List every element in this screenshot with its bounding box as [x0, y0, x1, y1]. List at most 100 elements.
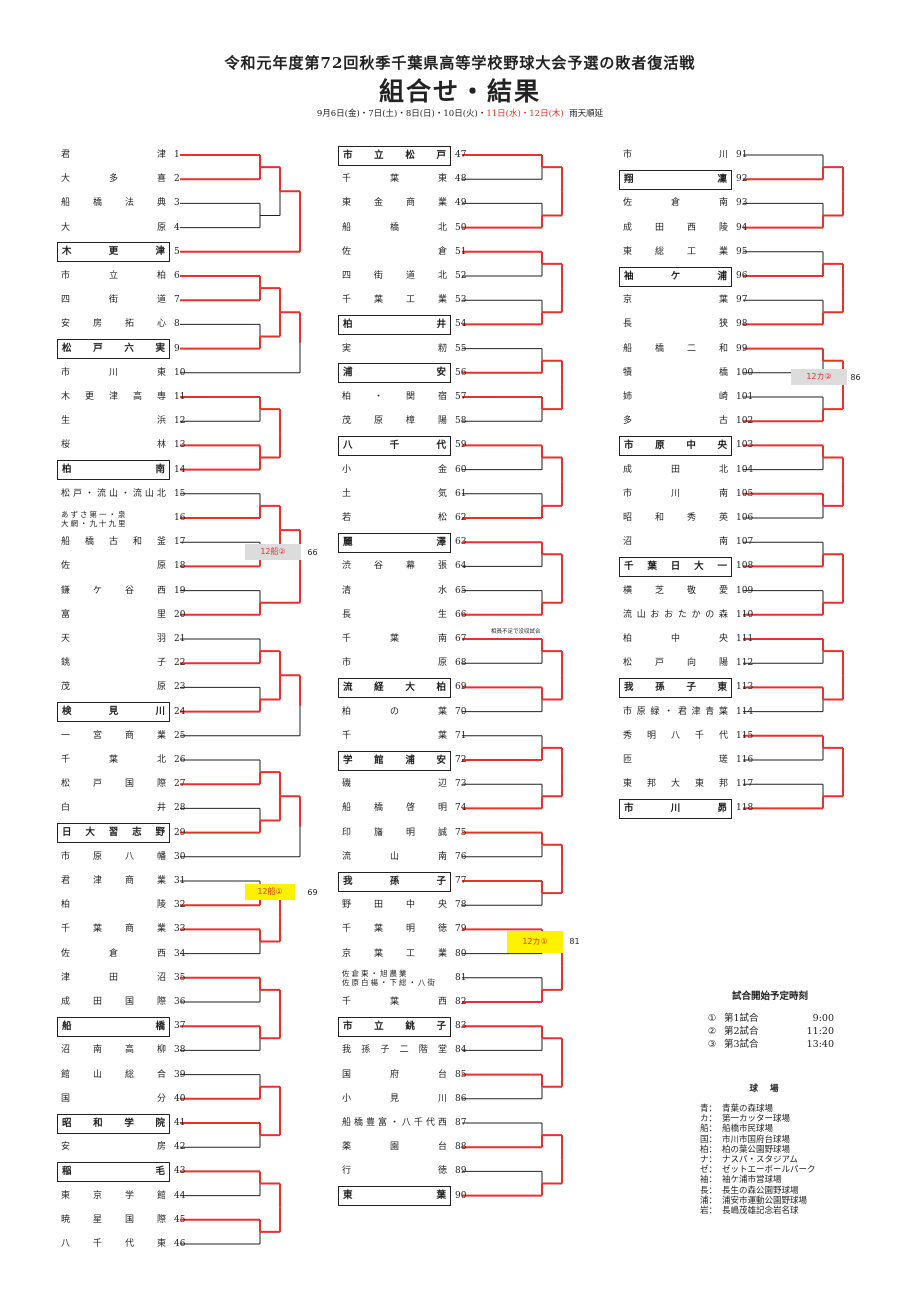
- team-number: 103: [736, 440, 754, 451]
- team-number: 16: [174, 513, 186, 523]
- team-number: 9: [174, 343, 180, 354]
- team-name: 昭和学院: [57, 1113, 170, 1134]
- team-name: 館山総合: [61, 1069, 166, 1080]
- team-number: 21: [174, 634, 186, 644]
- team-name: 船橋二和: [623, 343, 728, 354]
- team-number: 87: [455, 1118, 467, 1128]
- team-entry: 千葉日大一 108: [619, 556, 760, 577]
- team-name: 市川南: [623, 488, 728, 499]
- team-number: 73: [455, 779, 467, 790]
- team-name: 柏南: [57, 460, 170, 481]
- venue-row: 岩：長嶋茂雄記念岩名球: [700, 1206, 799, 1217]
- team-name: 生浜: [61, 416, 166, 427]
- team-number: 92: [736, 174, 748, 185]
- team-name: 津田沼: [61, 972, 166, 983]
- team-name: 東葉: [338, 1186, 451, 1207]
- team-name: 松戸・流山・流山北: [61, 488, 166, 499]
- team-number: 13: [174, 440, 186, 451]
- team-name: 一宮商業: [61, 730, 166, 741]
- team-number: 81: [455, 972, 467, 983]
- team-number: 79: [455, 924, 467, 935]
- team-name: 匝瑳: [623, 755, 728, 765]
- team-number: 118: [736, 803, 754, 814]
- team-number: 67: [455, 634, 467, 644]
- team-number: 3: [174, 198, 180, 209]
- team-name: 佐倉東・旭農業佐原白楊・下総・八街: [342, 969, 437, 988]
- team-number: 42: [174, 1142, 186, 1153]
- team-number: 25: [174, 730, 186, 741]
- team-name: 長生: [342, 609, 447, 620]
- team-name: 船橋法典: [61, 198, 166, 209]
- team-entry: 生浜 12: [57, 413, 198, 430]
- team-number: 52: [455, 271, 467, 281]
- team-name: 大多喜: [61, 174, 166, 185]
- team-number: 102: [736, 416, 754, 427]
- team-name: 沼南高柳: [61, 1045, 166, 1056]
- team-number: 90: [455, 1190, 467, 1201]
- team-number: 30: [174, 851, 186, 862]
- venue-row: ナ：ナスパ・スタジアム: [700, 1155, 798, 1166]
- team-number: 18: [174, 561, 186, 572]
- team-name: 袖ケ浦: [619, 266, 732, 287]
- team-name: 千葉西: [342, 997, 447, 1007]
- team-name: 秀明八千代: [623, 730, 728, 741]
- team-name: 小見川: [342, 1093, 447, 1104]
- team-name: 市原八幡: [61, 851, 166, 862]
- team-number: 104: [736, 464, 754, 475]
- team-name: 市川東: [61, 367, 166, 378]
- team-name: 四街道: [61, 295, 166, 306]
- team-number: 12: [174, 416, 186, 427]
- team-name: 東京学館: [61, 1190, 166, 1201]
- team-name: 流山おおたかの森: [623, 609, 728, 620]
- team-number: 114: [736, 706, 754, 717]
- team-number: 116: [736, 755, 754, 765]
- team-name: 国分: [61, 1093, 166, 1104]
- team-entry: 東葉 90: [338, 1186, 479, 1207]
- team-number: 82: [455, 997, 467, 1007]
- team-number: 61: [455, 488, 467, 499]
- team-name: 船橋豊富・八千代西: [342, 1118, 447, 1128]
- team-name: 野田中央: [342, 900, 447, 911]
- team-number: 108: [736, 561, 754, 572]
- team-name: 千葉日大一: [619, 556, 732, 577]
- team-name: 市立松戸: [338, 145, 451, 166]
- team-number: 51: [455, 246, 467, 257]
- team-name: 印旛明誠: [342, 827, 447, 838]
- team-name: 清水: [342, 585, 447, 596]
- team-number: 22: [174, 658, 186, 669]
- team-entry: 船橋法典 3: [57, 195, 198, 212]
- team-number: 75: [455, 827, 467, 838]
- team-name: 国府台: [342, 1069, 447, 1080]
- team-name: 横芝敬愛: [623, 585, 728, 596]
- team-name: 姉崎: [623, 392, 728, 402]
